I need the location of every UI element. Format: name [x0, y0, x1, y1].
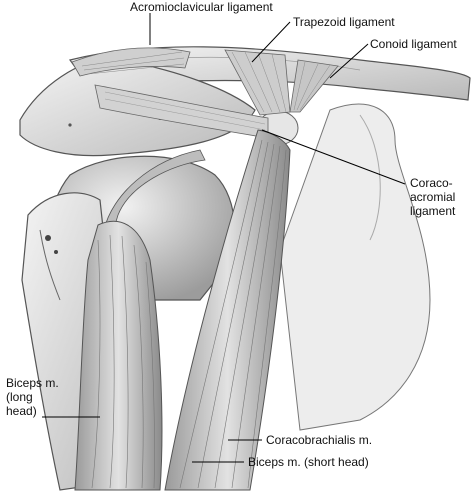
label-conoid-ligament: Conoid ligament	[370, 37, 457, 51]
label-acromioclavicular-ligament: Acromioclavicular ligament	[130, 0, 273, 14]
label-coracobrachialis: Coracobrachialis m.	[266, 433, 373, 447]
conoid-ligament-shape	[289, 59, 339, 113]
label-biceps-long-head: Biceps m. (long head)	[6, 376, 59, 418]
coracobrachialis-biceps-short	[164, 129, 291, 491]
label-trapezoid-ligament: Trapezoid ligament	[293, 15, 395, 29]
scapula	[279, 103, 431, 431]
leader-lines	[42, 13, 406, 463]
biceps-long-head	[74, 220, 163, 491]
label-biceps-short-head: Biceps m. (short head)	[248, 455, 369, 469]
label-coracoacromial-ligament: Coraco- acromial ligament	[410, 176, 456, 218]
